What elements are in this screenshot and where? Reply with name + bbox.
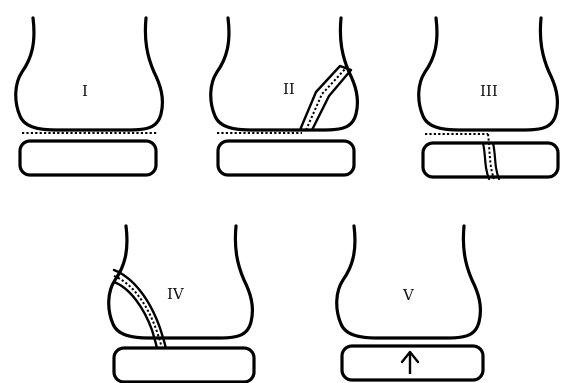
panel-ii-fracture-band (300, 66, 351, 130)
panel-iv-base-plate (114, 348, 254, 382)
panel-iv-tooth-outline (109, 226, 253, 338)
panel-ii-tooth-outline (211, 18, 358, 130)
panel-i: I (16, 18, 163, 175)
panel-v-base-plate (342, 346, 483, 380)
panel-i-label: I (82, 82, 88, 100)
panel-iv-label: IV (167, 285, 185, 303)
panel-ii: II (211, 18, 358, 175)
panel-i-tooth-outline (16, 18, 163, 130)
panel-ii-label: II (283, 80, 295, 98)
panel-ii-base-plate (218, 141, 354, 175)
panel-v-tooth-outline (337, 226, 481, 338)
panel-v-label: V (402, 286, 415, 304)
panel-iii: III (419, 18, 558, 179)
panel-v: V (337, 226, 483, 380)
panel-iv: IV (109, 226, 254, 383)
panel-iii-base-plate (423, 143, 558, 177)
panel-i-base-plate (20, 141, 156, 175)
panel-iii-tooth-outline (419, 18, 558, 130)
panel-iii-label: III (480, 82, 498, 100)
